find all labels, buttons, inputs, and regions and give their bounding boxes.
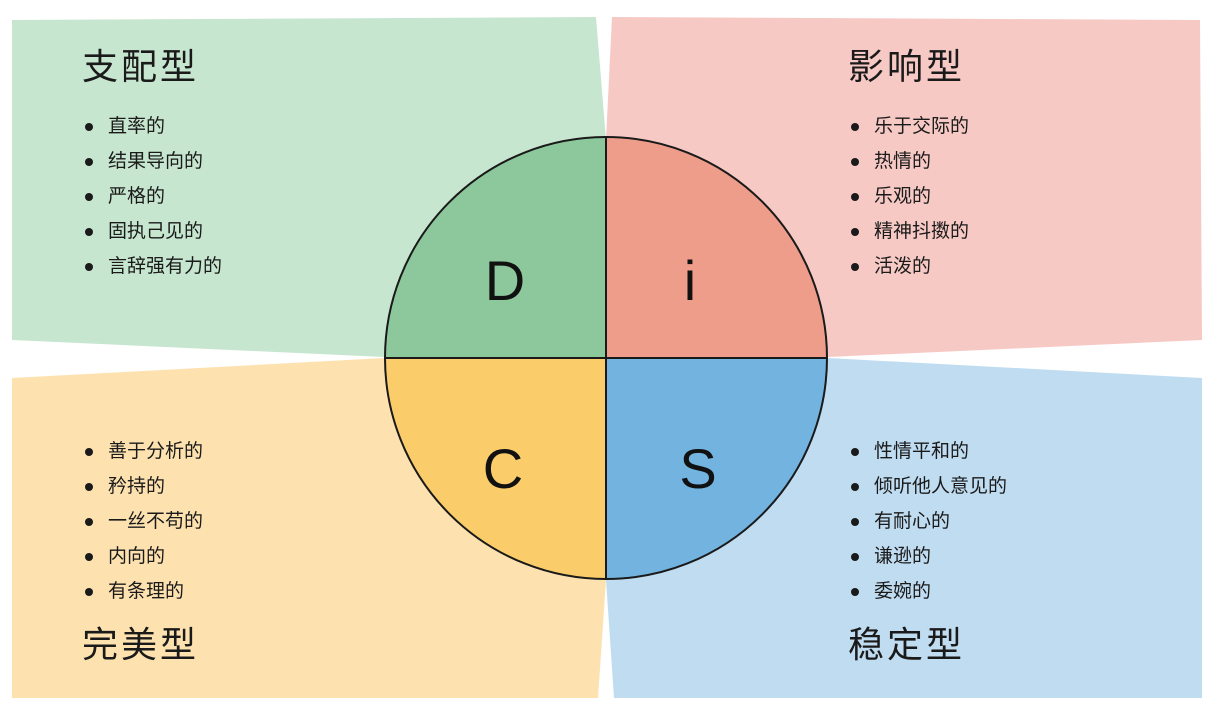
d-quarter xyxy=(385,137,606,358)
conscientiousness-trait-list: 善于分析的 矜持的 一丝不苟的 内向的 有条理的 xyxy=(82,434,203,609)
dominance-title: 支配型 xyxy=(82,47,200,88)
trait-item: 直率的 xyxy=(82,109,222,144)
trait-item: 矜持的 xyxy=(82,469,203,504)
trait-item: 结果导向的 xyxy=(82,144,222,179)
trait-item: 严格的 xyxy=(82,179,222,214)
trait-item: 乐于交际的 xyxy=(848,109,969,144)
s-quarter xyxy=(606,358,827,579)
trait-item: 委婉的 xyxy=(848,574,1007,609)
trait-item: 性情平和的 xyxy=(848,434,1007,469)
steadiness-trait-list: 性情平和的 倾听他人意见的 有耐心的 谦逊的 委婉的 xyxy=(848,434,1007,609)
c-letter: C xyxy=(483,437,523,500)
trait-item: 固执己见的 xyxy=(82,214,222,249)
i-letter: i xyxy=(684,249,696,312)
d-letter: D xyxy=(485,249,525,312)
trait-item: 一丝不苟的 xyxy=(82,504,203,539)
trait-item: 热情的 xyxy=(848,144,969,179)
steadiness-title: 稳定型 xyxy=(848,625,966,666)
trait-item: 精神抖擞的 xyxy=(848,214,969,249)
c-quarter xyxy=(385,358,606,579)
i-quarter xyxy=(606,137,827,358)
trait-item: 有耐心的 xyxy=(848,504,1007,539)
s-letter: S xyxy=(679,437,716,500)
trait-item: 内向的 xyxy=(82,539,203,574)
trait-item: 活泼的 xyxy=(848,249,969,284)
trait-item: 有条理的 xyxy=(82,574,203,609)
trait-item: 善于分析的 xyxy=(82,434,203,469)
influence-title: 影响型 xyxy=(848,47,966,88)
conscientiousness-title: 完美型 xyxy=(82,625,200,666)
influence-trait-list: 乐于交际的 热情的 乐观的 精神抖擞的 活泼的 xyxy=(848,109,969,284)
trait-item: 乐观的 xyxy=(848,179,969,214)
trait-item: 言辞强有力的 xyxy=(82,249,222,284)
trait-item: 倾听他人意见的 xyxy=(848,469,1007,504)
dominance-trait-list: 直率的 结果导向的 严格的 固执己见的 言辞强有力的 xyxy=(82,109,222,284)
trait-item: 谦逊的 xyxy=(848,539,1007,574)
